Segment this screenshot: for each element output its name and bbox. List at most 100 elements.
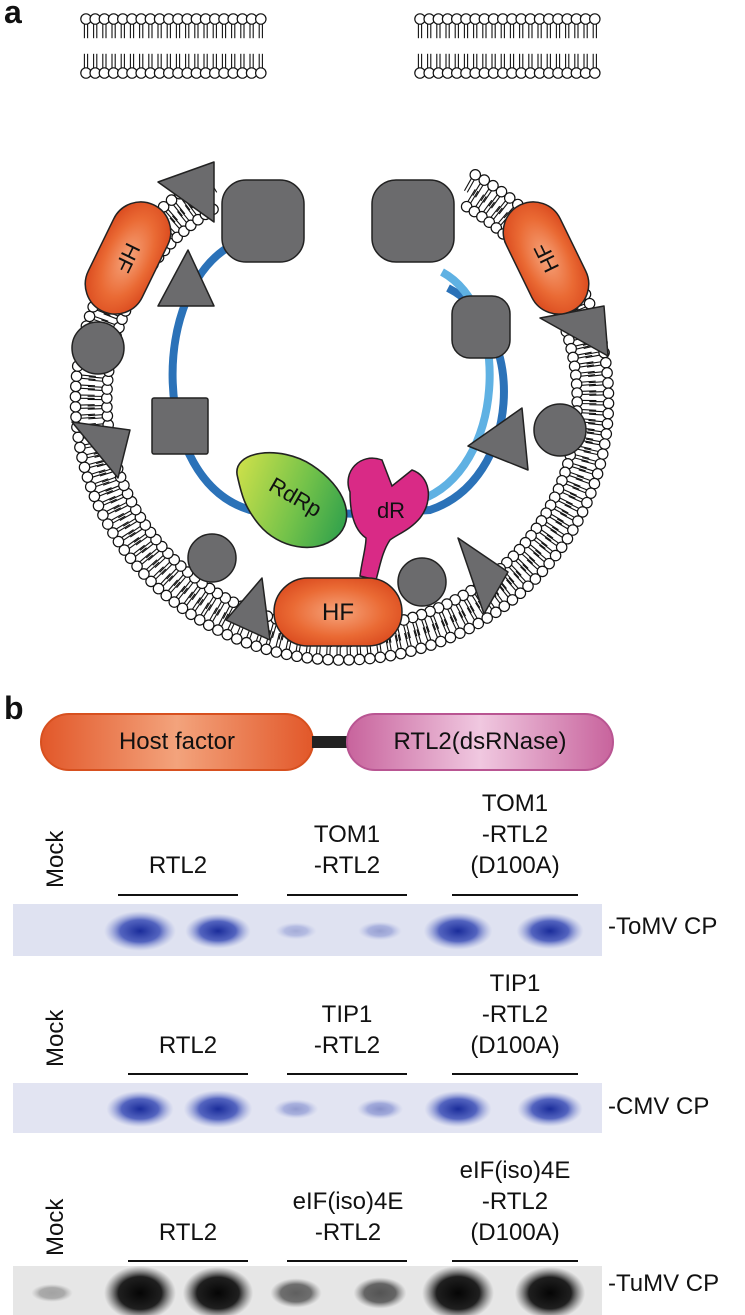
lipid	[588, 53, 601, 79]
blot2-group3-underline	[452, 1073, 578, 1075]
blot3-group2-line2: -RTL2	[314, 1219, 382, 1246]
lipid	[550, 526, 574, 545]
lipid	[490, 211, 511, 234]
host-factor-label: Host factor	[118, 728, 236, 755]
lipid	[160, 579, 181, 602]
rdrp-protein: RdRp	[236, 452, 348, 549]
lipid	[589, 387, 615, 399]
blot2-group2-underline	[287, 1073, 407, 1075]
lipid	[254, 13, 267, 39]
band-blot1-lane7	[516, 912, 584, 950]
rtl2-label: RTL2(dsRNase)	[393, 728, 567, 755]
panel-a-label: a	[4, 0, 22, 30]
lipid	[176, 591, 196, 615]
band-blot3-lane4	[270, 1278, 322, 1308]
band-blot1-lane5	[358, 921, 402, 941]
lipid	[193, 602, 212, 626]
lipid	[70, 380, 96, 393]
lipid-bilayer	[69, 13, 615, 666]
hf-left: HF	[84, 201, 172, 315]
lipid	[168, 585, 188, 608]
lipid	[107, 53, 120, 79]
blot2-group3-line2: -RTL2	[481, 1001, 549, 1028]
lipid	[571, 396, 597, 408]
lipid	[520, 564, 542, 585]
lipid	[432, 13, 445, 39]
lipid	[478, 53, 491, 79]
lipid	[107, 521, 131, 539]
lipid	[498, 583, 519, 606]
linker	[312, 736, 348, 748]
lipid	[559, 510, 584, 527]
lipid	[245, 13, 258, 39]
lipid	[588, 377, 614, 389]
band-blot2-lane6	[424, 1090, 492, 1128]
blot1-group2-line1: TOM1	[313, 821, 381, 848]
lipid	[506, 53, 518, 79]
lipid	[153, 53, 166, 79]
lipid	[227, 13, 239, 39]
lipid	[394, 634, 407, 660]
lipid	[414, 13, 426, 39]
dr-label: dR	[377, 498, 405, 523]
inner-triangle-right	[467, 407, 529, 471]
lipid	[568, 492, 593, 509]
band-blot2-lane3	[183, 1090, 253, 1128]
lipid	[88, 374, 114, 386]
blot3-group3-underline	[452, 1260, 578, 1262]
band-blot1-lane4	[275, 922, 317, 940]
lipid	[555, 518, 579, 536]
band-blot2-lane7	[517, 1091, 583, 1127]
blot1-group2-underline	[287, 894, 407, 896]
membrane-sphere-bottom-right	[397, 557, 447, 607]
lipid	[463, 169, 482, 193]
lipid	[579, 53, 592, 79]
lipid	[172, 53, 184, 79]
blot1-group3-line2: -RTL2	[481, 821, 549, 848]
lipid	[422, 626, 437, 651]
blot2-group1-underline	[128, 1073, 248, 1075]
lipid	[254, 53, 267, 79]
lipid	[441, 598, 458, 623]
lipid	[515, 53, 527, 79]
membrane-wedge-left	[71, 421, 131, 479]
lipid	[567, 351, 593, 364]
blot1-group1-line1: RTL2	[148, 852, 208, 879]
lipid	[152, 573, 174, 595]
lipid	[506, 577, 527, 600]
blot3-group3-line1: eIF(iso)4E	[459, 1157, 571, 1184]
lipid	[236, 13, 249, 39]
membrane-wedge-bottom-left	[225, 577, 271, 641]
band-blot2-lane2	[106, 1090, 174, 1128]
lipid	[488, 185, 508, 209]
blot2-group3-line3: (D100A)	[470, 1032, 560, 1059]
lipid	[513, 570, 534, 593]
membrane-wedge-bottom-right	[457, 537, 509, 615]
membrane-sphere-bottom-left	[187, 533, 237, 583]
lipid	[431, 622, 447, 648]
blot3-group2-line1: eIF(iso)4E	[292, 1188, 404, 1215]
lipid	[440, 619, 457, 644]
lipid	[413, 629, 427, 655]
lipid	[570, 13, 583, 39]
blot2-group2-line2: -RTL2	[313, 1032, 381, 1059]
lipid	[588, 407, 614, 420]
panel-b-label: b	[4, 690, 24, 726]
lipid	[449, 614, 466, 639]
lipid	[92, 495, 117, 512]
blot2-band-label: -CMV CP	[608, 1093, 710, 1120]
inner-triangle-left	[157, 249, 215, 307]
blot3-group1-line1: RTL2	[158, 1219, 218, 1246]
gray-protein-top-left	[221, 179, 305, 263]
hf-bottom: HF	[273, 577, 403, 647]
lipid	[101, 512, 126, 530]
blot-strips	[13, 904, 602, 1315]
lipid	[135, 53, 147, 79]
lipid	[185, 597, 204, 621]
lipid	[579, 13, 592, 39]
membrane-sphere-left	[71, 321, 125, 375]
lipid	[460, 53, 472, 79]
lipid	[458, 610, 475, 635]
